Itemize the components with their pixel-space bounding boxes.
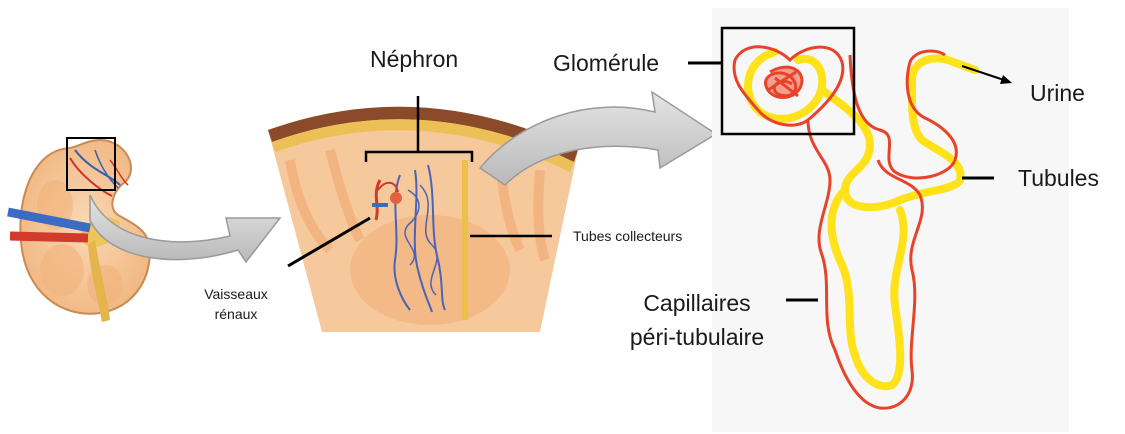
label-capillaires-line1: Capillaires [608, 286, 786, 320]
arrow-section-to-nephron [480, 92, 716, 185]
label-capillaires: Capillaires péri-tubulaire [608, 286, 786, 354]
label-capillaires-line2: péri-tubulaire [608, 320, 786, 354]
label-urine: Urine [1030, 80, 1085, 107]
label-vaisseaux: Vaisseaux rénaux [186, 284, 286, 324]
label-tubules: Tubules [1018, 165, 1099, 192]
label-nephron: Néphron [370, 46, 458, 73]
label-vaisseaux-line1: Vaisseaux [186, 284, 286, 304]
kidney-illustration [8, 138, 150, 322]
label-vaisseaux-line2: rénaux [186, 304, 286, 324]
label-glomerule: Glomérule [553, 50, 659, 77]
label-tubes-collecteurs: Tubes collecteurs [573, 228, 682, 244]
